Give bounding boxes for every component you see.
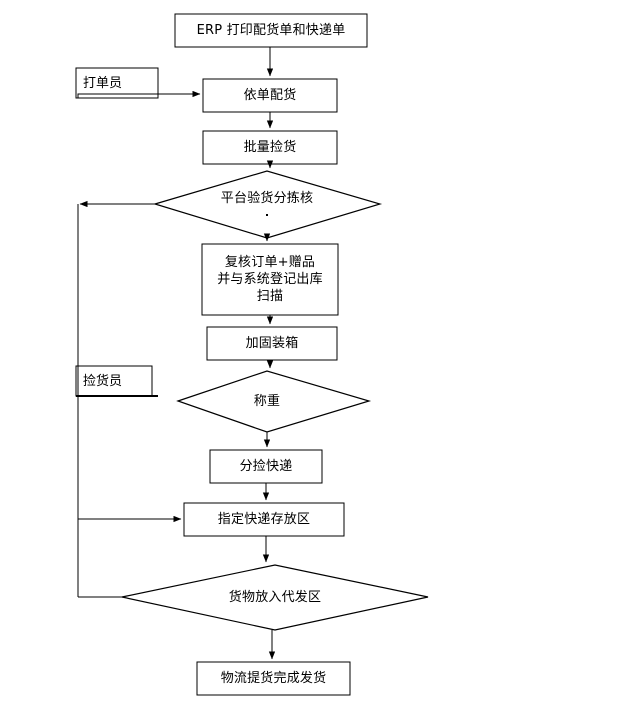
decision-dot-mark bbox=[266, 214, 268, 216]
node-shape-weigh[interactable] bbox=[176, 370, 372, 433]
node-shape-logistics-pickup[interactable] bbox=[196, 661, 351, 696]
role-shape-order-printer[interactable] bbox=[75, 67, 159, 99]
node-shape-platform-inspect[interactable] bbox=[152, 170, 383, 239]
role-label-picker: 捡货员 bbox=[83, 373, 123, 389]
node-shape-erp-print[interactable] bbox=[174, 13, 368, 48]
role-shape-picker[interactable] bbox=[75, 365, 153, 397]
node-shape-put-to-dropship[interactable] bbox=[121, 564, 429, 631]
node-shape-express-zone[interactable] bbox=[183, 502, 345, 537]
node-shape-sort-express[interactable] bbox=[209, 449, 323, 484]
node-shape-batch-pick[interactable] bbox=[202, 130, 338, 165]
node-shape-reinforce-pack[interactable] bbox=[206, 326, 338, 361]
node-shape-recheck-scan[interactable] bbox=[201, 243, 339, 316]
role-label-order-printer: 打单员 bbox=[83, 75, 123, 91]
node-shape-pick-by-order[interactable] bbox=[202, 78, 338, 113]
connector-role-order-printer-to-pickorder bbox=[77, 90, 201, 98]
